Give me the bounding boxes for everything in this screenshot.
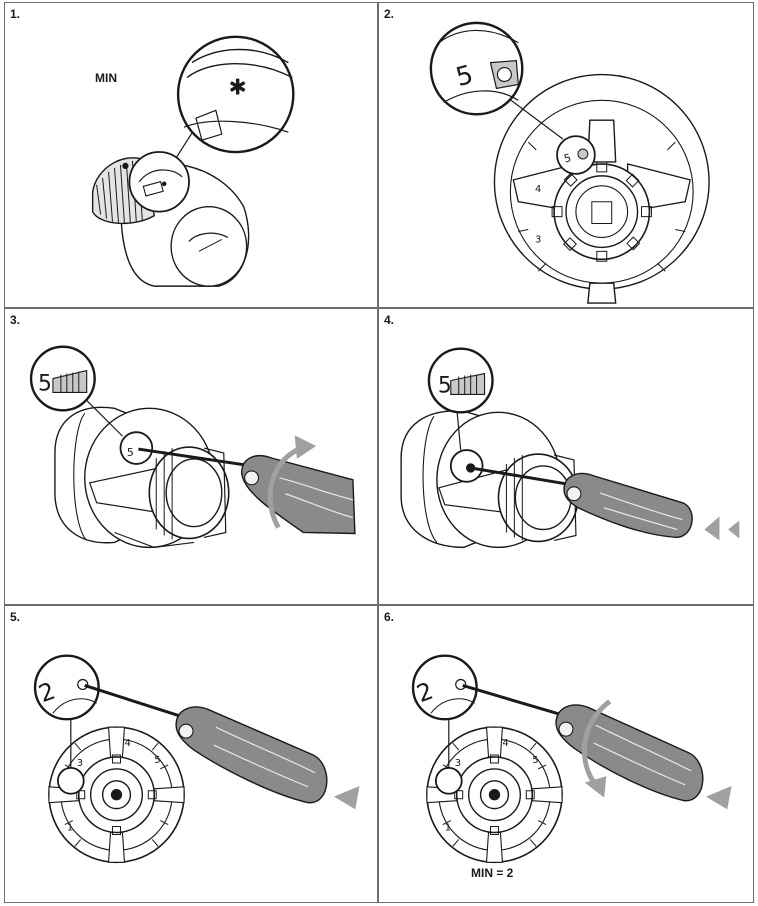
zoom-circle-small [557, 136, 595, 174]
zoom-circle-small [58, 768, 84, 794]
setting-5-label: 5 [453, 60, 477, 93]
zoom-circle-large [413, 656, 477, 720]
rotate-arrow-icon [584, 701, 609, 784]
screwdriver-handle [176, 707, 327, 803]
step-6-number: 6. [384, 610, 395, 624]
dial-ticks [65, 743, 168, 846]
rotate-arrow-icon [270, 448, 301, 527]
step-5-number: 5. [10, 610, 21, 624]
step-6-illustration: 2 3 4 5 1 [379, 606, 753, 902]
setting-5-label: 5 [38, 371, 52, 396]
push-arrow-icon [705, 518, 719, 540]
dial-mark-4: 4 [124, 738, 130, 749]
step-2-illustration: 5 5 4 3 [379, 3, 753, 307]
step-1-panel: 1. MIN [4, 2, 378, 308]
push-arrow-icon [707, 787, 731, 809]
push-arrow-icon [335, 787, 359, 809]
scale-slots [518, 142, 685, 271]
dial-mark-1: 1 [67, 822, 73, 833]
dial-mark-3: 3 [455, 758, 461, 769]
step-2-number: 2. [384, 7, 395, 21]
step-4-panel: 4. [378, 308, 754, 605]
setting-5-small-label: 5 [563, 151, 573, 165]
step-4-illustration: 5 [379, 309, 753, 604]
screwdriver-handle [242, 456, 355, 534]
screwdriver-shaft [463, 685, 570, 717]
step-2-panel: 2. [378, 2, 754, 308]
reference-dot [123, 163, 128, 168]
dial-mark-5: 5 [532, 755, 538, 766]
step-1-illustration: ✱ [5, 3, 377, 307]
screwdriver-handle [564, 474, 692, 538]
dial-mark-5: 5 [154, 755, 160, 766]
setting-5-small-label: 5 [127, 446, 134, 459]
zoom-circle-large [35, 656, 99, 720]
step-4-number: 4. [384, 313, 395, 327]
zoom-circle-large [178, 37, 293, 152]
step-3-panel: 3. [4, 308, 378, 605]
screwdriver-shaft [471, 468, 578, 486]
zoom-circle-small [436, 768, 462, 794]
connector-teeth [552, 162, 651, 261]
step-6-min-result-label: MIN = 2 [471, 866, 514, 880]
frost-symbol-icon: ✱ [229, 75, 247, 100]
setting-3-small-label: 3 [535, 234, 541, 245]
step-3-number: 3. [10, 313, 21, 327]
screwdriver-shaft [85, 685, 190, 719]
step-5-panel: 5. [4, 605, 378, 903]
dial-mark-4: 4 [502, 738, 508, 749]
zoom-circle-large [431, 23, 522, 114]
step-6-panel: 6. MIN = 2 [378, 605, 754, 903]
step-5-illustration: 2 3 4 5 1 [5, 606, 377, 902]
dial-mark-1: 1 [445, 822, 451, 833]
step-1-min-label: MIN [95, 71, 117, 85]
step-3-illustration: 5 5 [5, 309, 377, 604]
setting-5-label: 5 [438, 373, 452, 398]
zoom-circle-small [120, 432, 152, 464]
setting-4-small-label: 4 [535, 184, 541, 195]
step-1-number: 1. [10, 7, 21, 21]
dial-mark-3: 3 [77, 758, 83, 769]
screwdriver-handle [556, 705, 703, 801]
